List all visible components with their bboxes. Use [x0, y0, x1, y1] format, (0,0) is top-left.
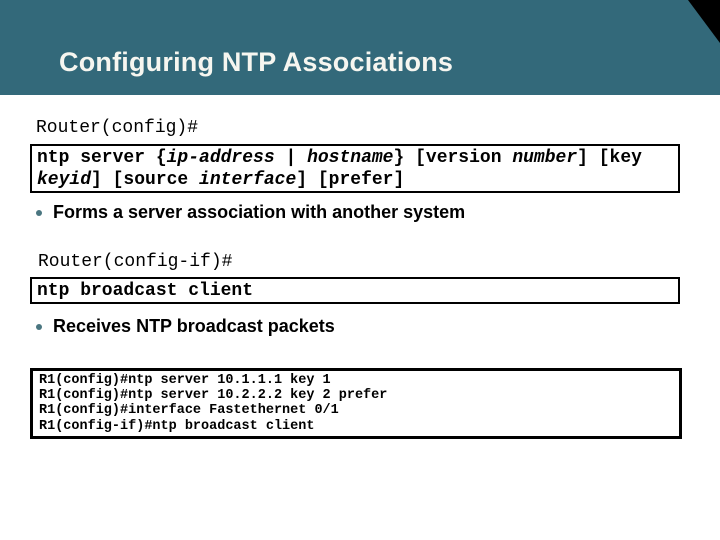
console-line: R1(config)#ntp server 10.1.1.1 key 1	[39, 373, 331, 388]
console-line: R1(config-if)#ntp broadcast client	[39, 418, 315, 434]
bullet-text: Forms a server association with another …	[53, 202, 466, 222]
bullet-item-server-association: Forms a server association with another …	[36, 202, 465, 223]
bullet-item-broadcast-packets: Receives NTP broadcast packets	[36, 316, 335, 337]
ntp-broadcast-client-box: ntp broadcast client	[30, 277, 680, 304]
prompt-interface-config: Router(config-if)#	[38, 252, 233, 272]
ntp-server-syntax-box: ntp server {ip-address | hostname} [vers…	[30, 144, 680, 193]
prompt-global-config: Router(config)#	[36, 118, 199, 138]
bullet-dot-icon	[36, 210, 42, 216]
slide-header-band	[0, 0, 720, 95]
page-title: Configuring NTP Associations	[59, 47, 454, 77]
console-line: R1(config)#ntp server 10.2.2.2 key 2 pre…	[39, 388, 388, 404]
syntax-line: ntp server {ip-address | hostname} [vers…	[37, 148, 642, 168]
bullet-dot-icon	[36, 324, 42, 330]
syntax-line: keyid] [source interface] [prefer]	[37, 170, 405, 190]
console-line: R1(config)#interface Fastethernet 0/1	[39, 403, 339, 419]
bullet-text: Receives NTP broadcast packets	[53, 316, 335, 336]
